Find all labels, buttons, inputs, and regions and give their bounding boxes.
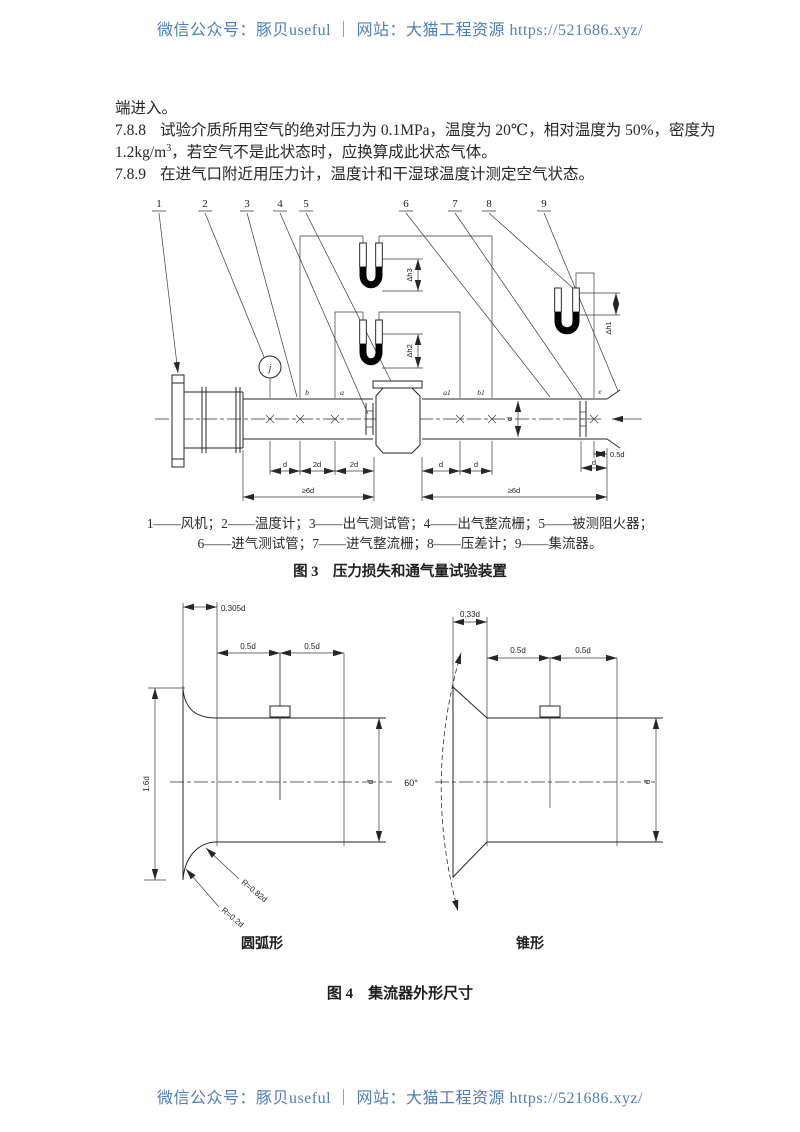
dim-2d: 2d	[350, 460, 358, 469]
pressure-tap	[539, 705, 561, 718]
clause-7-8-9: 7.8.9 在进气口附近用压力计，温度计和干湿球温度计测定空气状态。	[115, 162, 687, 184]
dim-033d: 0.33d	[460, 610, 480, 619]
dim-1-6d: 1.6d	[142, 776, 151, 792]
fig3-tap-crosses	[265, 414, 599, 424]
dim-d-vertical: d	[505, 417, 514, 421]
dim-d: d	[283, 460, 287, 469]
figure4-caption: 图 4 集流器外形尺寸	[326, 986, 474, 1002]
fig3-manometer-dh3: Δh3	[359, 242, 423, 292]
callout-7: 7	[452, 198, 458, 210]
callout-5: 5	[303, 198, 309, 210]
tap-label-b1: b1	[477, 388, 485, 397]
fig3-flame-arrester	[372, 380, 423, 454]
arc-collector-caption: 圆弧形	[241, 935, 283, 952]
fig3-temperature-gauge: j	[258, 355, 282, 398]
dim-d: d	[643, 780, 652, 784]
callout-3: 3	[244, 198, 250, 210]
fig3-outlet-rectifier-grid	[365, 403, 374, 435]
cone-angle-label: 60°	[404, 778, 418, 788]
dim-05d: 0.5d	[610, 450, 625, 459]
manometer-label-dh2: Δh2	[405, 344, 414, 357]
tap-label-a: a	[340, 388, 344, 397]
callout-6: 6	[403, 198, 409, 210]
clause-text: ，若空气不是此状态时，应换算成此状态气体。	[171, 144, 497, 161]
legend-line-1: 1——风机；2——温度计；3——出气测试管；4——出气整流栅；5——被测阻火器；	[146, 516, 654, 531]
clause-text: 在进气口附近用压力计，温度计和干湿球温度计测定空气状态。	[160, 166, 595, 183]
gauge-letter: j	[267, 363, 272, 374]
callout-4: 4	[277, 198, 283, 210]
figure3-caption: 图 3 压力损失和通气量试验装置	[293, 564, 507, 580]
manometer-label-dh1: Δh1	[604, 321, 613, 334]
dim-2d: 2d	[313, 460, 321, 469]
arc-outline	[182, 602, 386, 880]
tap-label-a1: a1	[443, 388, 451, 397]
clause-number: 7.8.8	[115, 122, 146, 139]
fig3-tap-letters: b a a1 b1 e	[305, 387, 602, 397]
fig3-inlet-rectifier-grid	[579, 401, 587, 437]
fig3-manometer-dh2: Δh2	[359, 319, 423, 369]
clause-text: 1.2kg/m	[115, 144, 167, 161]
dim-05d: 0.5d	[510, 646, 526, 655]
fig3-manometer-piping	[299, 235, 595, 398]
clause-text: 试验介质所用空气的绝对压力为 0.1MPa，温度为 20℃，相对温度为 50%，…	[160, 122, 716, 139]
fig3-test-pipe	[243, 398, 607, 440]
fig4-cone-collector: 60° 0.33d 0.5d 0.5d d 锥形	[404, 610, 663, 952]
cone-collector-caption: 锥形	[516, 935, 544, 952]
tap-label-b: b	[305, 388, 309, 397]
dim-d: d	[439, 460, 443, 469]
superscript-3: 3	[166, 142, 172, 154]
extension-lines	[242, 441, 608, 501]
cone-outline	[452, 617, 663, 878]
callout-2: 2	[202, 198, 208, 210]
dim-ge6d: ≥6d	[302, 486, 314, 495]
callout-9: 9	[541, 198, 547, 210]
dim-05d: 0.5d	[240, 642, 256, 651]
dim-d: d	[592, 458, 596, 467]
fig3-manometer-dh1: Δh1	[554, 287, 620, 335]
watermark-header: 微信公众号：豚贝useful ｜ 网站：大猫工程资源 https://52168…	[156, 22, 644, 39]
arc-dimensions: 1.6d 0.305d 0.5d 0.5d d R=0.82d R=0.2d	[142, 603, 383, 930]
figure3-test-rig-diagram: 1 2 3 4 5 6 7 8 9	[152, 198, 642, 501]
dim-0305d: 0.305d	[221, 604, 245, 613]
fig3-duct	[184, 387, 244, 453]
legend-line-2: 6——进气测试管；7——进气整流栅；8——压差计；9——集流器。	[197, 536, 603, 551]
pressure-tap	[269, 705, 291, 718]
watermark-footer: 微信公众号：豚贝useful ｜ 网站：大猫工程资源 https://52168…	[156, 1090, 644, 1107]
dim-d: d	[474, 460, 478, 469]
dim-d: d	[366, 780, 375, 784]
dim-ge6d: ≥6d	[508, 486, 520, 495]
fig3-dimensions: d 2d 2d ≥6d d d ≥6d 0.5d d d	[242, 401, 625, 501]
figure4-collector-diagram: 1.6d 0.305d 0.5d 0.5d d R=0.82d R=0.2d 圆…	[142, 602, 663, 952]
dim-05d: 0.5d	[304, 642, 320, 651]
fig3-fan	[171, 374, 185, 468]
paragraph-tail: 端进入。	[115, 100, 178, 117]
manometer-label-dh3: Δh3	[405, 268, 414, 281]
callout-8: 8	[486, 198, 492, 210]
dim-05d: 0.5d	[575, 646, 591, 655]
callout-1: 1	[156, 198, 162, 210]
radius-outer-label: R=0.82d	[240, 878, 269, 904]
dh1-tap-tube	[575, 272, 595, 398]
figure3-legend: 1——风机；2——温度计；3——出气测试管；4——出气整流栅；5——被测阻火器；…	[115, 514, 685, 554]
tap-label-e: e	[598, 387, 602, 396]
fig3-collector	[606, 389, 621, 449]
cone-dimensions: 0.33d 0.5d 0.5d d	[453, 610, 660, 842]
clause-7-8-8-line2: 1.2kg/m3，若空气不是此状态时，应换算成此状态气体。	[115, 140, 687, 162]
clause-7-8-8-line1: 7.8.8 试验介质所用空气的绝对压力为 0.1MPa，温度为 20℃，相对温度为…	[115, 118, 716, 140]
fig4-arc-collector: 1.6d 0.305d 0.5d 0.5d d R=0.82d R=0.2d 圆…	[142, 602, 392, 952]
cone-angle-arc	[440, 652, 462, 912]
radius-lip-label: R=0.2d	[220, 906, 246, 930]
clause-number: 7.8.9	[115, 166, 146, 183]
